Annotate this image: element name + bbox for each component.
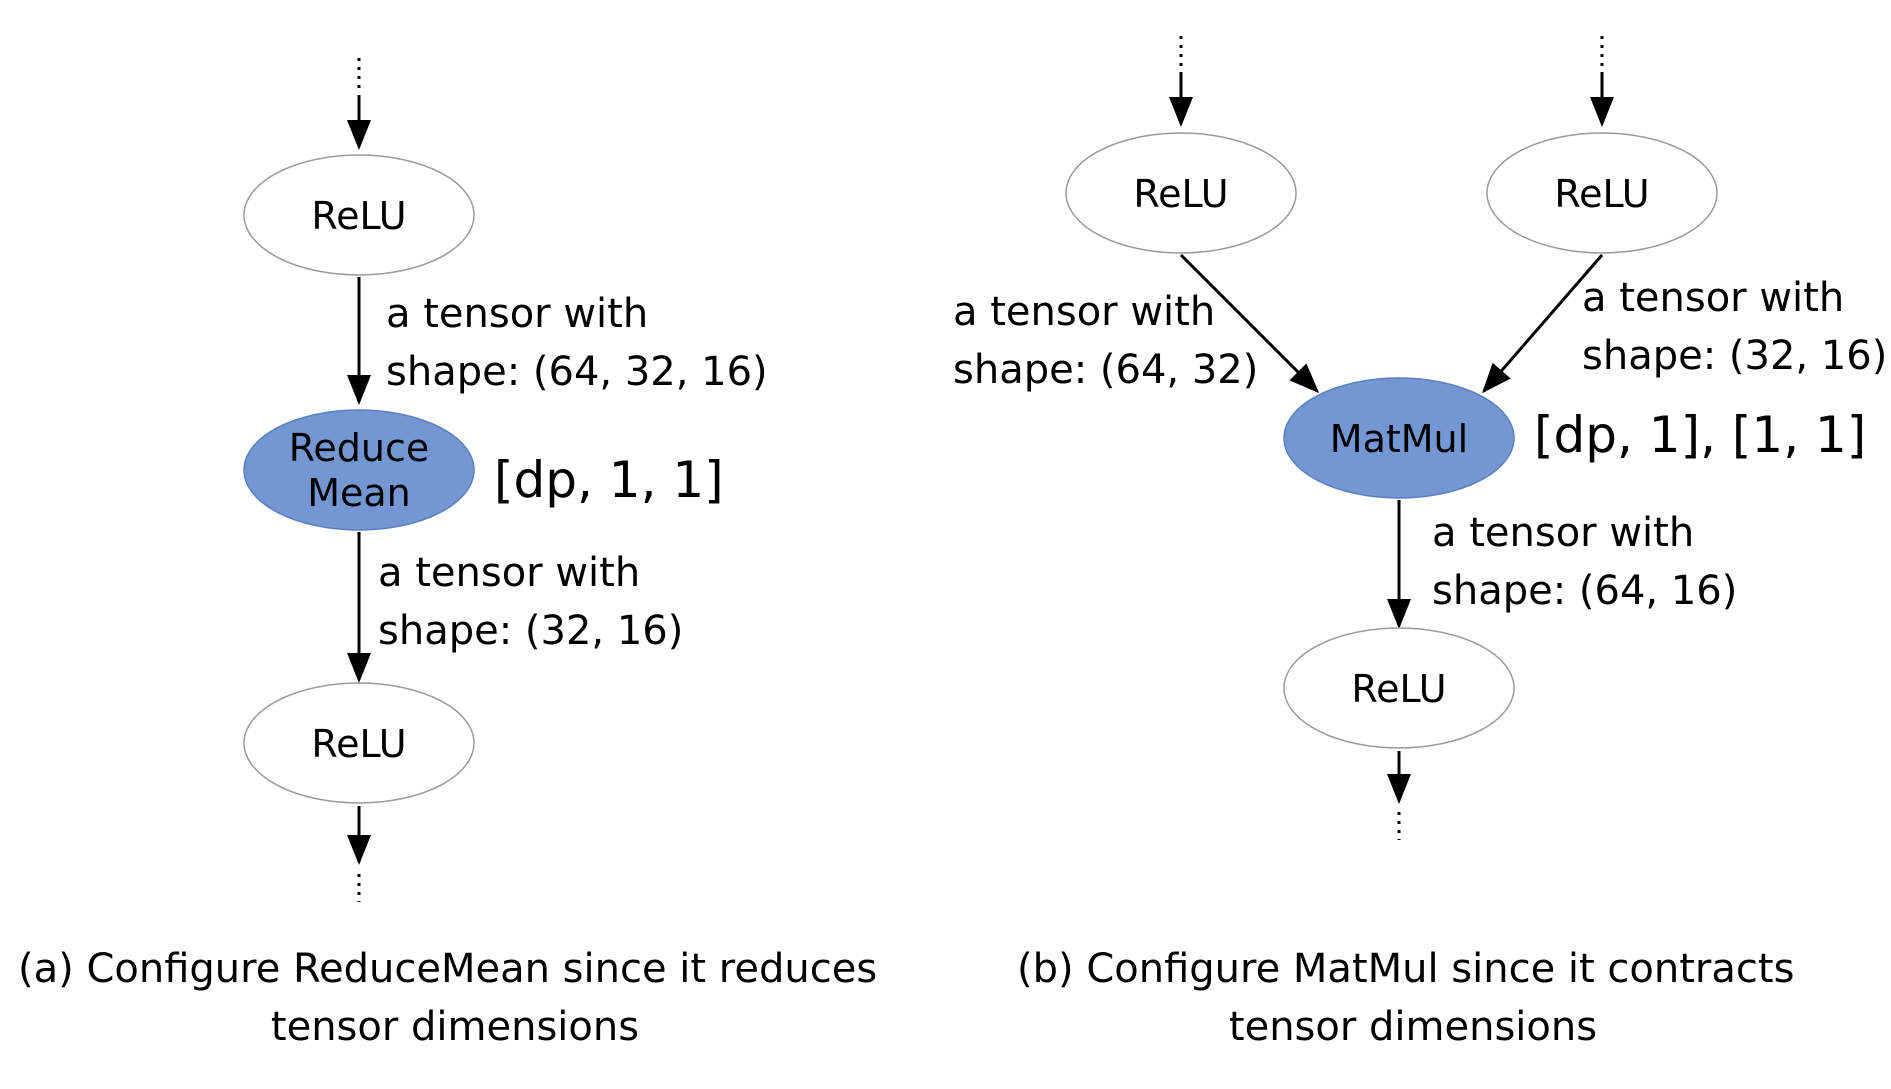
panel-b-relu-left-label: ReLU: [1133, 172, 1228, 216]
panel-b-left-edge-label-line2: shape: (64, 32): [953, 347, 1258, 393]
panel-b-relu-left-node: [1065, 132, 1297, 254]
panel-a-caption-line1: (a) Configure ReduceMean since it reduce…: [18, 946, 877, 992]
panel-b-matmul-label: MatMul: [1330, 417, 1468, 461]
panel-a-edge-in-label-line1: a tensor with: [386, 291, 648, 337]
panel-b-relu-right-node: [1486, 132, 1718, 254]
panel-b-caption-line1: (b) Configure MatMul since it contracts: [1017, 946, 1794, 992]
panel-a-edge-out-label-line1: a tensor with: [378, 550, 640, 596]
panel-a-relu-top-node: [243, 154, 475, 276]
panel-b-left-edge-label-line1: a tensor with: [953, 289, 1215, 335]
panel-b-relu-right-label: ReLU: [1554, 172, 1649, 216]
panel-b-right-edge-label-line2: shape: (32, 16): [1582, 333, 1887, 379]
panel-b-caption-line2: tensor dimensions: [1229, 1004, 1597, 1050]
panel-b-out-edge-label-line2: shape: (64, 16): [1432, 568, 1737, 614]
panel-b-matmul-node: [1283, 377, 1515, 499]
panel-a-caption-line2: tensor dimensions: [271, 1004, 639, 1050]
panel-b: ReLU ReLU a tensor with shape: (64, 32) …: [953, 36, 1887, 1050]
panel-b-edge-left: [1179, 253, 1320, 394]
panel-b-strategy-label: [dp, 1], [1, 1]: [1534, 406, 1866, 464]
panel-a-relu-bottom-node: [243, 682, 475, 804]
panel-a-relu-top-label: ReLU: [311, 194, 406, 238]
panel-a-strategy-label: [dp, 1, 1]: [494, 451, 724, 509]
panel-b-relu-bottom-label: ReLU: [1351, 667, 1446, 711]
panel-b-out-edge-label-line1: a tensor with: [1432, 510, 1694, 556]
panel-a-reducemean-label-line2: Mean: [307, 471, 411, 515]
panel-a-reducemean-label-line1: Reduce: [289, 426, 430, 470]
panel-a-edge-out-label-line2: shape: (32, 16): [378, 608, 683, 654]
panel-b-right-edge-label-line1: a tensor with: [1582, 275, 1844, 321]
panel-a-relu-bottom-label: ReLU: [311, 722, 406, 766]
panel-b-edge-right: [1482, 254, 1604, 394]
panel-b-relu-bottom-node: [1283, 627, 1515, 749]
panel-a-edge-in-label-line2: shape: (64, 32, 16): [386, 349, 768, 395]
panel-a-reducemean-node: [243, 409, 475, 531]
panel-a: ReLU a tensor with shape: (64, 32, 16) R…: [18, 58, 877, 1050]
